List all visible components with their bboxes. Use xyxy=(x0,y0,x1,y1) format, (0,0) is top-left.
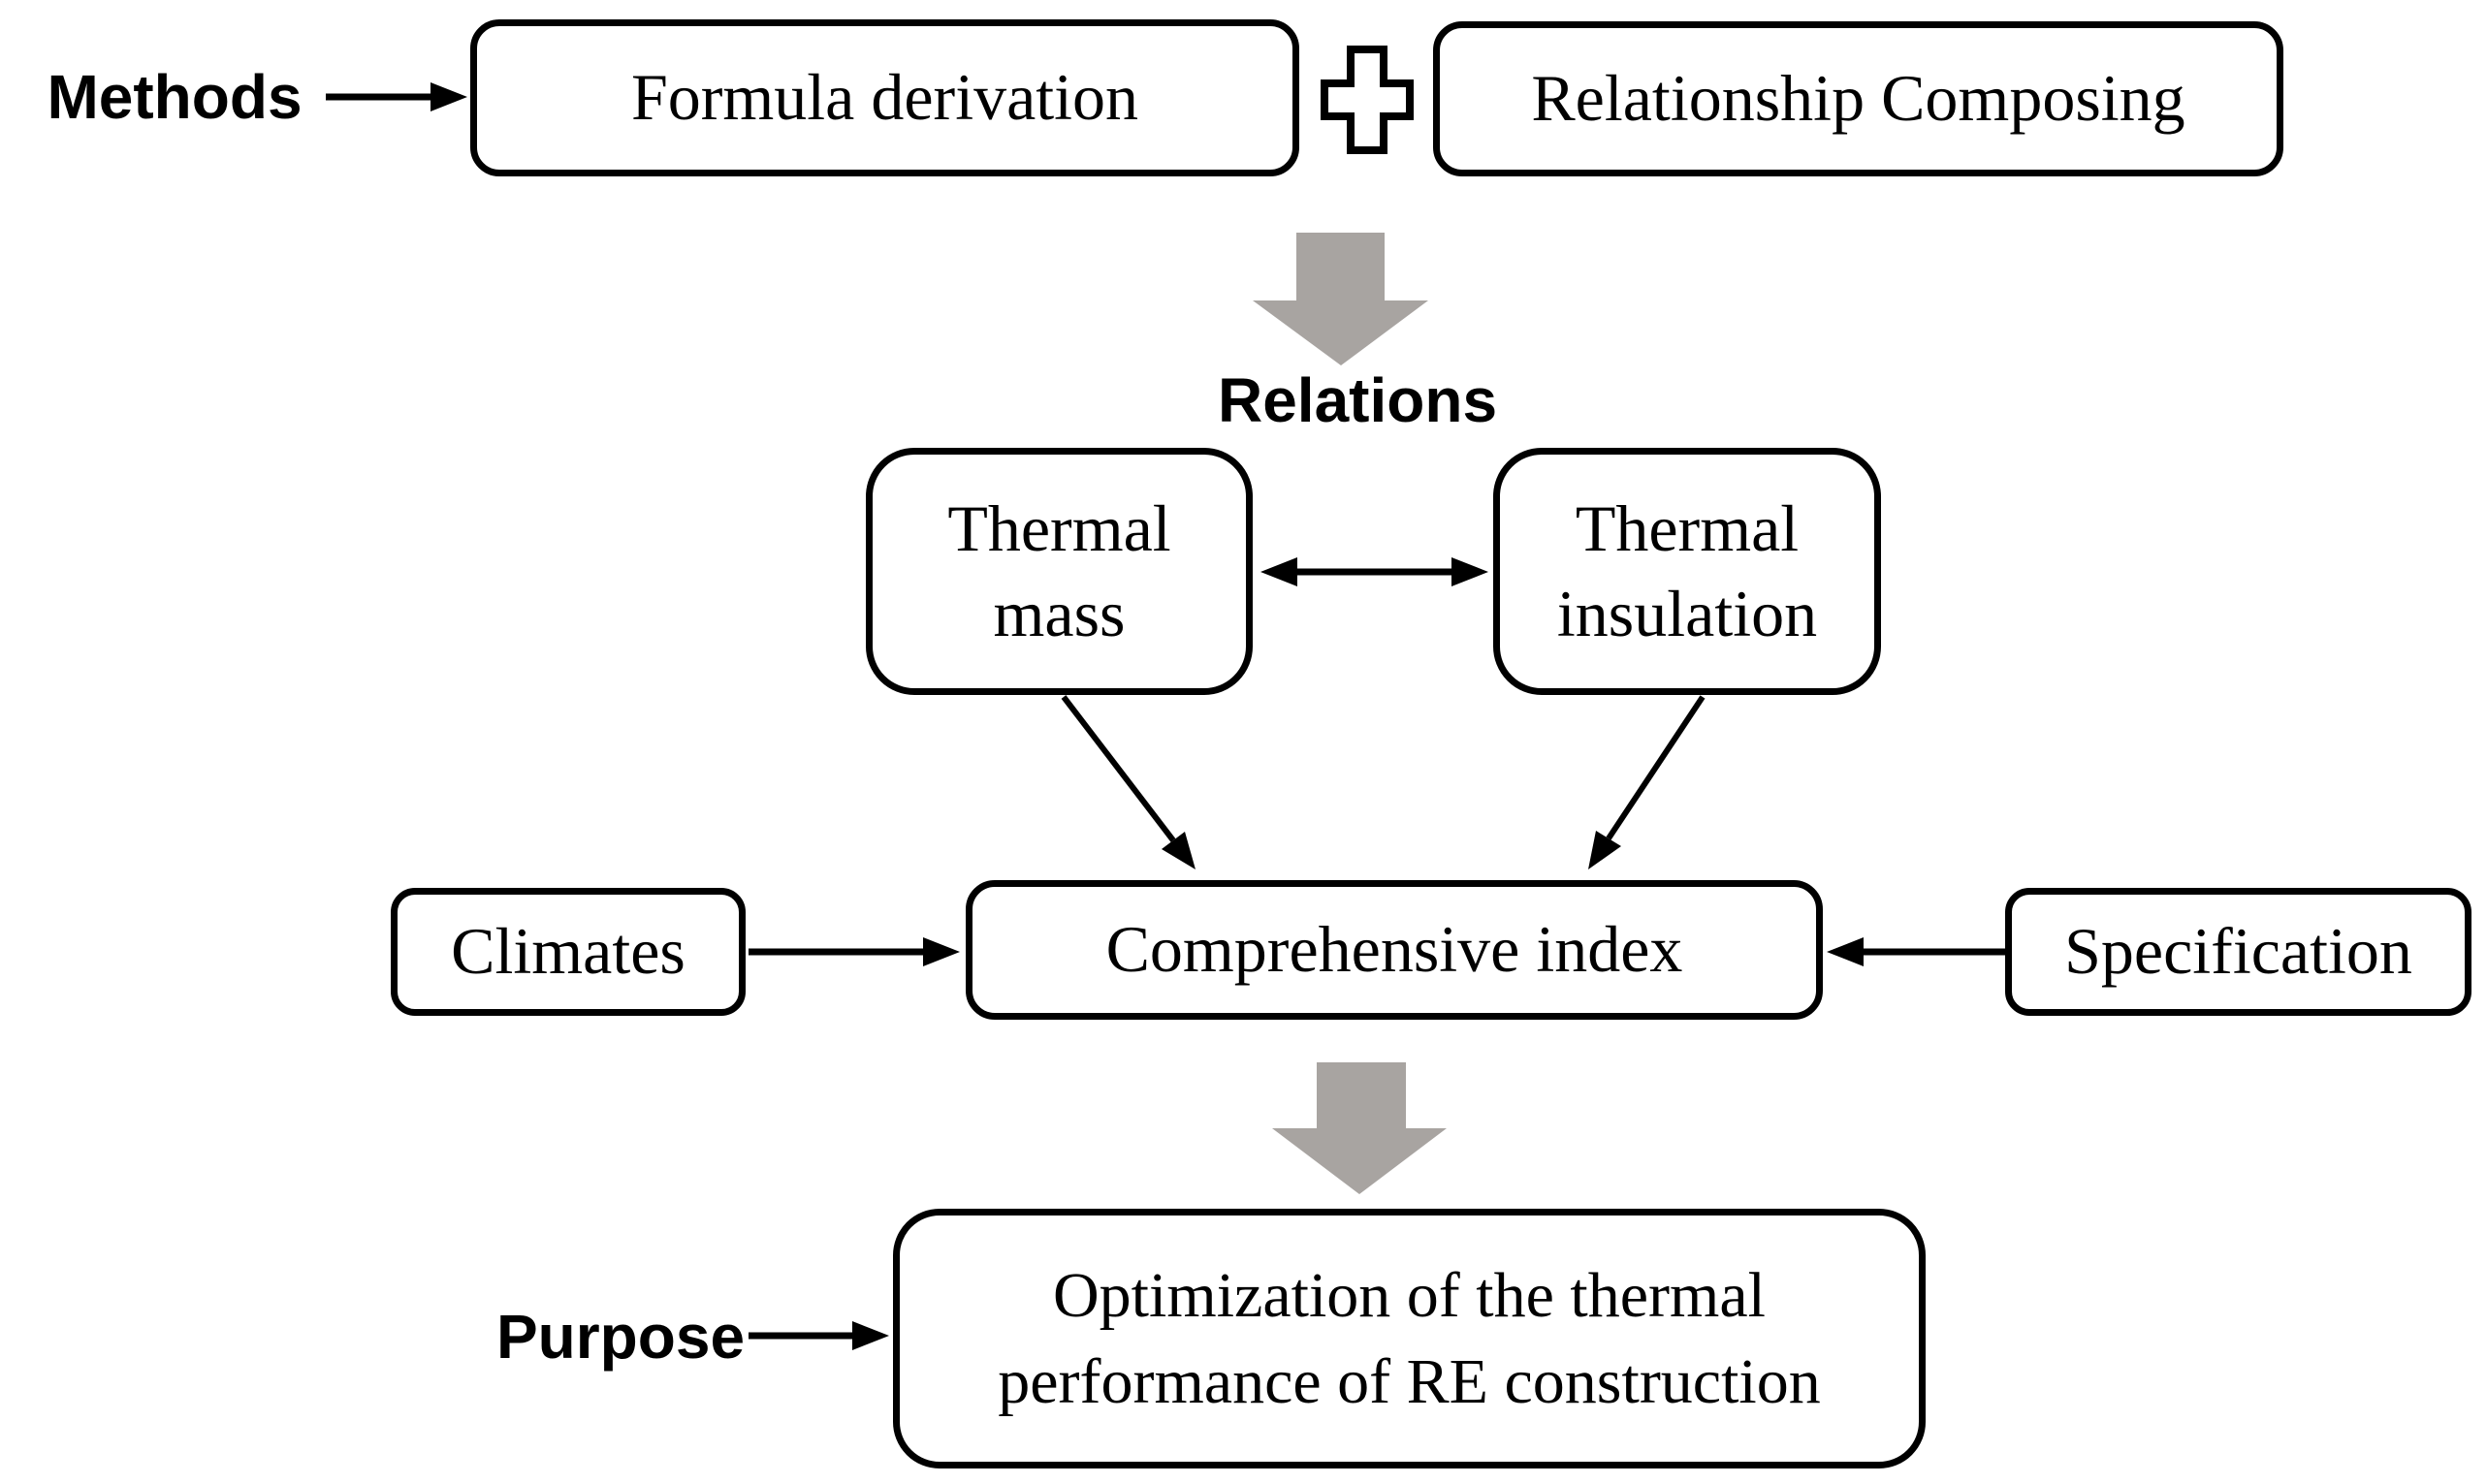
plus-icon xyxy=(1321,46,1414,154)
thermal-insulation-to-index-arrow xyxy=(1588,695,1706,869)
methods-label: Methods xyxy=(47,62,303,132)
thermal-insulation-node: Thermal insulation xyxy=(1493,448,1881,695)
specification-node: Specification xyxy=(2005,888,2471,1016)
purpose-label: Purpose xyxy=(495,1302,746,1372)
relations-label: Relations xyxy=(1217,365,1498,435)
formula-derivation-node: Formula derivation xyxy=(470,19,1299,176)
thermal-mass-node: Thermal mass xyxy=(866,448,1253,695)
thermal-bidirectional-arrow xyxy=(1260,557,1488,586)
methods-arrow xyxy=(326,82,467,111)
climates-node: Climates xyxy=(391,888,746,1016)
down-block-arrow-icon-bottom xyxy=(1272,1062,1447,1194)
relationship-composing-node: Relationship Composing xyxy=(1433,21,2283,176)
specification-to-index-arrow xyxy=(1827,937,2005,966)
purpose-arrow xyxy=(749,1321,889,1350)
optimization-node: Optimization of the thermal performance … xyxy=(893,1209,1926,1468)
down-block-arrow-icon-top xyxy=(1253,233,1428,365)
thermal-mass-to-index-arrow xyxy=(1061,695,1196,869)
comprehensive-index-node: Comprehensive index xyxy=(966,880,1823,1020)
climates-to-index-arrow xyxy=(749,937,960,966)
